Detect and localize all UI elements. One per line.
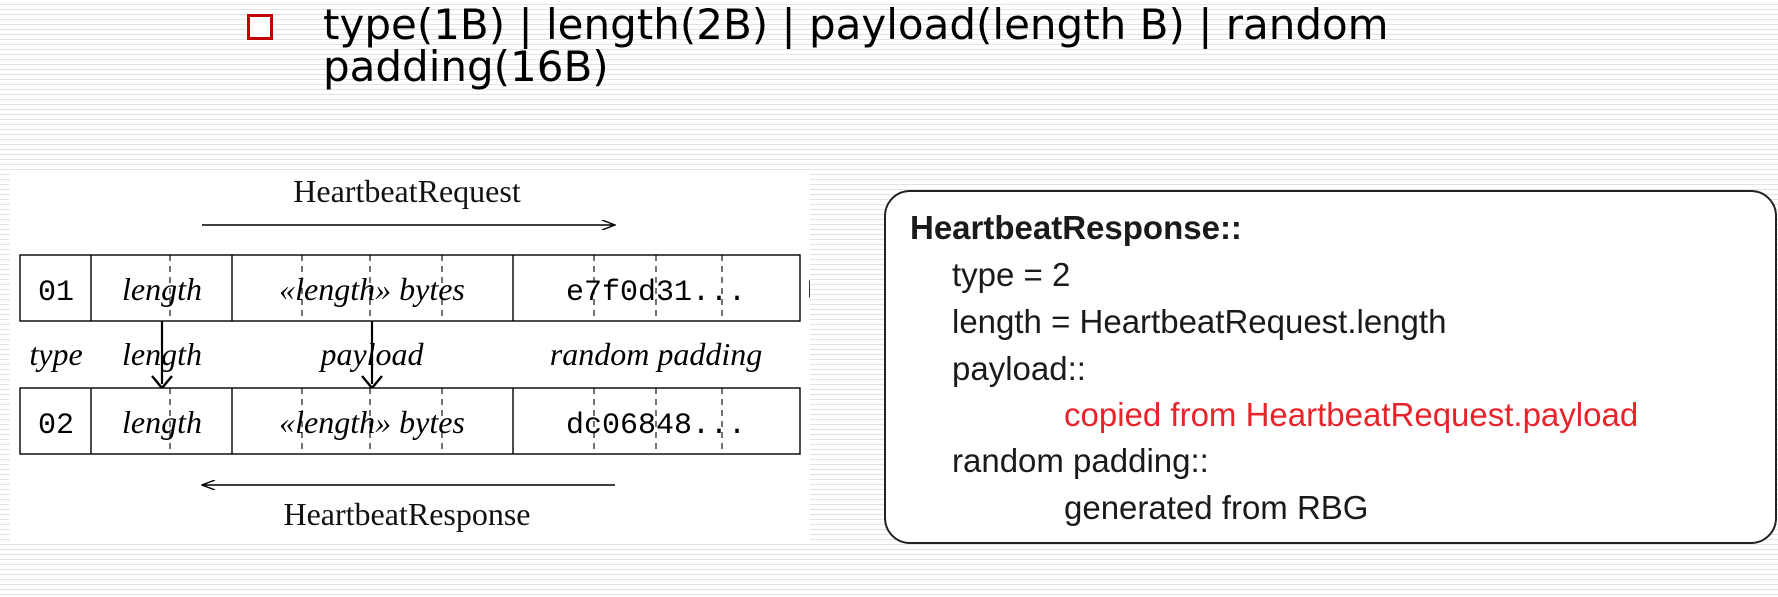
- bullet-text: type(1B) | length(2B) | payload(length B…: [323, 0, 1389, 91]
- request-payload-value: «length» bytes: [279, 271, 465, 307]
- response-spec-title: HeartbeatResponse::: [910, 209, 1242, 246]
- heartbeat-diagram: HeartbeatRequest 01 length «length» byte…: [10, 170, 810, 540]
- response-spec-type: type = 2: [952, 256, 1071, 293]
- request-row: 01 length «length» bytes e7f0d31...: [19, 254, 801, 322]
- field-label-padding: random padding: [550, 336, 762, 372]
- response-padding-value: dc06848...: [566, 409, 746, 443]
- heartbeat-request-label: HeartbeatRequest: [293, 173, 521, 209]
- request-padding-value: e7f0d31...: [566, 276, 746, 310]
- request-row-frame: [19, 254, 801, 322]
- response-spec-payload: payload::: [952, 350, 1086, 387]
- field-label-type: type: [29, 336, 82, 372]
- request-type-value: 01: [38, 276, 74, 310]
- request-length-value: length: [122, 271, 202, 307]
- bullet-square-icon: [247, 14, 273, 40]
- response-spec-length: length = HeartbeatRequest.length: [952, 303, 1447, 340]
- response-spec-padding: random padding::: [952, 442, 1209, 479]
- request-byte-ticks: [169, 255, 723, 321]
- response-payload-value: «length» bytes: [279, 404, 465, 440]
- response-type-value: 02: [38, 409, 74, 443]
- response-length-value: length: [122, 404, 202, 440]
- heartbeat-response-spec: HeartbeatResponse:: type = 2 length = He…: [884, 190, 1777, 544]
- response-row-frame: [19, 387, 801, 455]
- response-row: 02 length «length» bytes dc06848...: [19, 387, 801, 455]
- response-byte-ticks: [169, 388, 723, 454]
- response-spec-padding-detail: generated from RBG: [1064, 489, 1369, 526]
- heartbeat-diagram-svg: HeartbeatRequest 01 length «length» byte…: [19, 173, 810, 532]
- response-spec-payload-detail: copied from HeartbeatRequest.payload: [1064, 396, 1639, 433]
- heartbeat-response-label: HeartbeatResponse: [283, 496, 530, 532]
